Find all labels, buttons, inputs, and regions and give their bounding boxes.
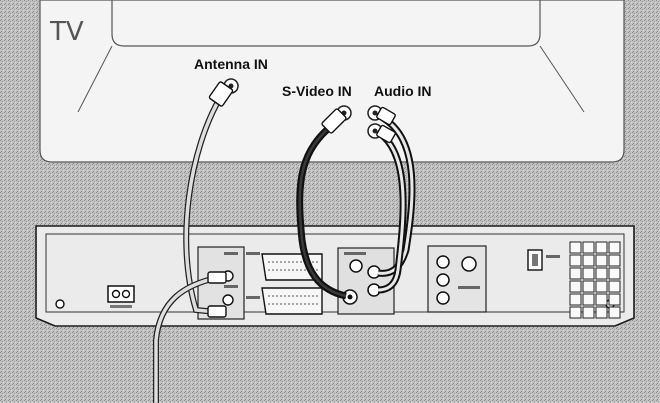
tv-screen-frame bbox=[111, 0, 541, 47]
tv-perspective-line-right bbox=[539, 45, 585, 113]
vent-cell bbox=[582, 306, 595, 319]
svideo-cable bbox=[296, 108, 347, 300]
vent-cell bbox=[582, 280, 595, 293]
tv: TV bbox=[39, 0, 625, 163]
vent-cell bbox=[595, 306, 608, 319]
tv-label: TV bbox=[49, 17, 84, 47]
audio-in-label: Audio IN bbox=[374, 83, 432, 99]
vent-cell bbox=[608, 267, 621, 280]
vent-cell bbox=[608, 241, 621, 254]
audio-cables bbox=[376, 106, 416, 294]
antenna-cables bbox=[153, 81, 234, 403]
vent-cell bbox=[582, 293, 595, 306]
vent-cell bbox=[569, 241, 582, 254]
audio-plug-icon bbox=[376, 106, 396, 144]
recorder bbox=[35, 225, 635, 327]
vent-cell bbox=[569, 306, 582, 319]
svideo-in-label: S-Video IN bbox=[282, 83, 352, 99]
mains-socket-icon bbox=[107, 285, 135, 308]
vent-cell bbox=[582, 267, 595, 280]
ventilation-grid bbox=[569, 241, 621, 319]
av-output-block bbox=[337, 247, 395, 315]
vent-cell bbox=[608, 306, 621, 319]
component-output-block bbox=[427, 245, 487, 313]
svideo-plug-icon bbox=[321, 108, 347, 134]
vent-cell bbox=[608, 254, 621, 267]
vent-cell bbox=[595, 280, 608, 293]
scart-socket-2 bbox=[246, 287, 323, 315]
vent-cell bbox=[569, 267, 582, 280]
antenna-plug-icon bbox=[207, 81, 234, 318]
vent-cell bbox=[595, 241, 608, 254]
tv-body bbox=[39, 0, 625, 163]
service-port-icon bbox=[527, 249, 560, 271]
vent-cell bbox=[608, 280, 621, 293]
vent-cell bbox=[582, 254, 595, 267]
antenna-in-label: Antenna IN bbox=[194, 56, 268, 72]
vent-cell bbox=[569, 254, 582, 267]
recorder-body bbox=[35, 225, 635, 327]
vent-cell bbox=[595, 267, 608, 280]
tv-perspective-line-left bbox=[77, 45, 113, 113]
vent-cell bbox=[569, 280, 582, 293]
vent-cell bbox=[595, 293, 608, 306]
vent-cell bbox=[595, 254, 608, 267]
vent-cell bbox=[569, 293, 582, 306]
vent-cell bbox=[608, 293, 621, 306]
vent-cell bbox=[582, 241, 595, 254]
